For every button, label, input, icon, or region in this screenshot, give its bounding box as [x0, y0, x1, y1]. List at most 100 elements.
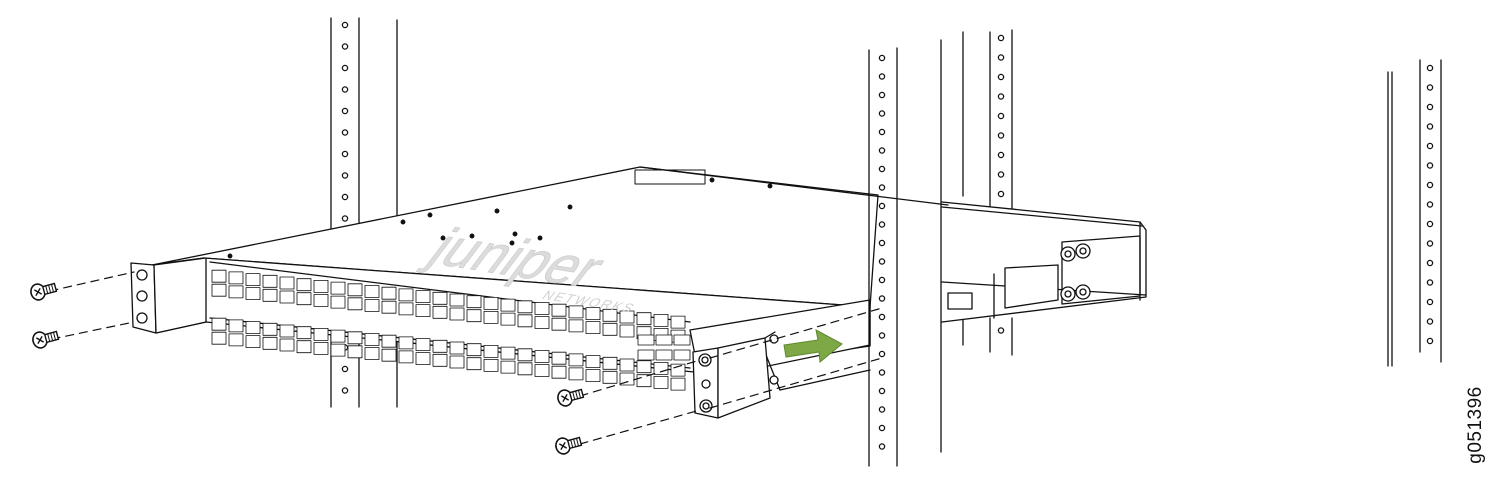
rack-hole	[1426, 201, 1434, 208]
rack-hole	[997, 327, 1005, 334]
sfp-port	[568, 319, 584, 333]
top-screw-dot	[767, 183, 773, 189]
top-screw-dot	[709, 177, 715, 183]
sfp-port	[211, 269, 227, 283]
sfp-port	[330, 281, 346, 295]
sfp-port	[347, 283, 363, 297]
rack-hole	[878, 91, 886, 99]
slide-in-arrow-icon	[783, 329, 843, 363]
sfp-port	[466, 343, 482, 357]
sfp-port	[432, 353, 448, 367]
sfp-port	[279, 338, 295, 352]
rack-hole	[1426, 181, 1434, 189]
sfp-port	[517, 362, 533, 376]
rack-hole	[878, 73, 886, 80]
rack-hole	[341, 129, 349, 136]
sfp-port	[517, 300, 533, 314]
rack-hole	[878, 202, 886, 210]
far-right-rack-rail	[1387, 59, 1442, 367]
sfp-port	[279, 276, 295, 290]
sfp-port	[432, 305, 448, 319]
sfp-port	[245, 321, 261, 335]
sfp-port	[245, 287, 261, 301]
left-mounting-bracket	[130, 257, 207, 334]
top-screw-dot	[400, 219, 406, 225]
rack-hole	[878, 54, 886, 62]
rack-hole	[997, 190, 1005, 198]
sfp-port	[619, 358, 635, 372]
sfp-port	[602, 356, 618, 370]
rack-hole	[1426, 220, 1434, 228]
qsfp-port	[655, 334, 673, 346]
rack-hole	[1426, 103, 1434, 111]
rack-hole	[341, 193, 349, 201]
rack-hole	[878, 147, 886, 154]
sfp-port	[296, 326, 312, 340]
sfp-port	[636, 360, 652, 374]
sfp-port	[602, 308, 618, 322]
rack-hole	[1426, 84, 1434, 91]
rack-hole	[1426, 162, 1434, 169]
sfp-port	[262, 336, 278, 350]
rack-hole	[1426, 259, 1434, 267]
qsfp-port	[673, 334, 691, 346]
top-screw-dot	[227, 253, 233, 259]
rack-hole	[997, 93, 1005, 100]
sfp-port	[449, 341, 465, 355]
rack-hole	[1426, 240, 1434, 247]
rack-hole	[1426, 298, 1434, 306]
sfp-port	[347, 331, 363, 345]
qsfp-port	[637, 334, 655, 346]
sfp-port	[653, 361, 669, 375]
sfp-port	[296, 340, 312, 354]
sfp-port	[228, 333, 244, 347]
rack-hole	[878, 295, 886, 302]
rack-hole	[878, 221, 886, 228]
figure-id-label: g051396	[1465, 386, 1486, 464]
rack-hole	[341, 365, 349, 373]
rack-hole	[341, 43, 349, 50]
back-rack-post	[962, 29, 1013, 356]
sfp-port	[619, 310, 635, 324]
sfp-port	[585, 369, 601, 383]
sfp-port	[313, 293, 329, 307]
sfp-port	[296, 292, 312, 306]
sfp-port	[449, 355, 465, 369]
rack-hole	[997, 34, 1005, 42]
sfp-port	[619, 372, 635, 386]
rack-hole	[878, 258, 886, 265]
sfp-port	[296, 278, 312, 292]
sfp-port	[262, 322, 278, 336]
rack-hole	[878, 387, 886, 395]
sfp-port	[585, 321, 601, 335]
sfp-port	[466, 357, 482, 371]
right-mounting-bracket	[692, 331, 779, 419]
rack-hole	[1426, 64, 1434, 72]
rack-hole	[878, 350, 886, 358]
top-screw-dot	[509, 240, 515, 246]
rack-hole	[997, 73, 1005, 81]
rack-hole	[341, 172, 349, 179]
sfp-port	[636, 374, 652, 388]
sfp-port	[211, 331, 227, 345]
rack-hole	[997, 132, 1005, 139]
sfp-port	[466, 309, 482, 323]
rack-hole	[878, 165, 886, 173]
sfp-port	[398, 336, 414, 350]
sfp-port	[313, 327, 329, 341]
rack-hole	[341, 107, 349, 115]
rack-hole	[878, 313, 886, 321]
sfp-port	[211, 283, 227, 297]
sfp-port	[500, 298, 516, 312]
rack-hole	[878, 184, 886, 191]
rack-hole	[997, 54, 1005, 61]
sfp-port	[211, 317, 227, 331]
sfp-port	[228, 271, 244, 285]
sfp-port	[500, 346, 516, 360]
sfp-port	[228, 319, 244, 333]
sfp-port	[636, 312, 652, 326]
sfp-port	[517, 348, 533, 362]
rack-hole	[878, 276, 886, 284]
sfp-port	[466, 295, 482, 309]
